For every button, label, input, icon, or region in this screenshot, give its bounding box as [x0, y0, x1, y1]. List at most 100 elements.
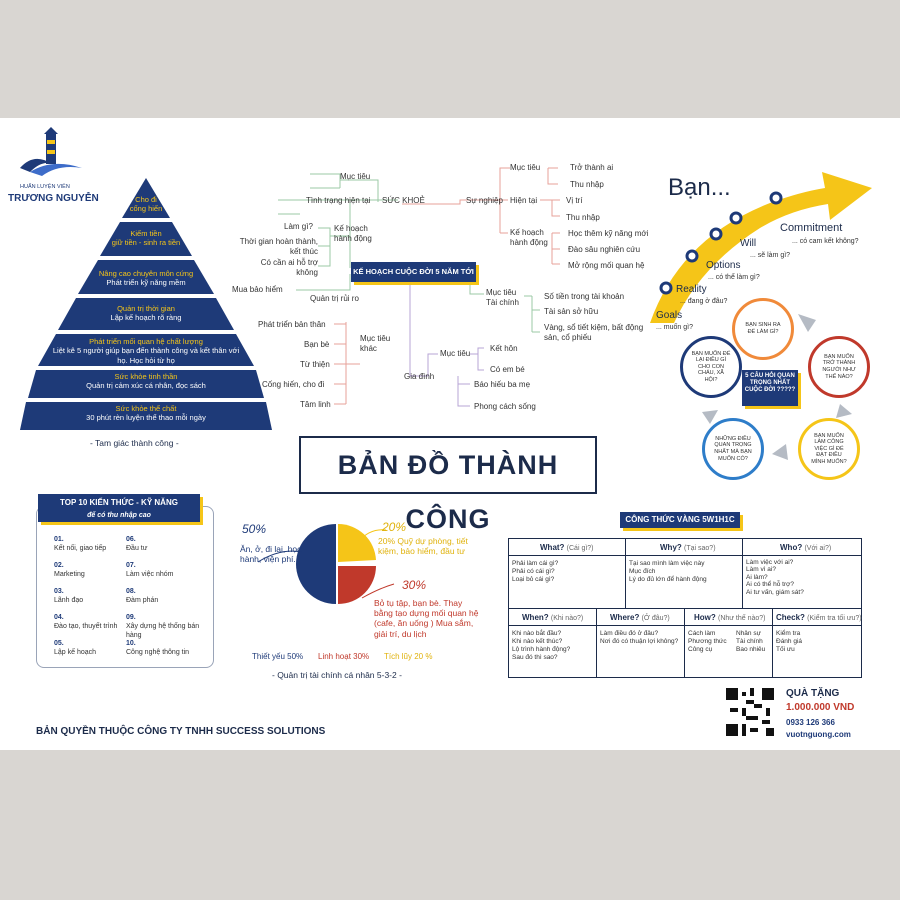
pyramid-level-4: [58, 298, 234, 330]
mm-suckhoe: SỨC KHOẺ: [382, 196, 425, 205]
mm-sunghiep: Sự nghiệp: [466, 196, 503, 205]
pyramid-level-3: [78, 260, 214, 294]
how-header: How? (Như thế nào?): [694, 613, 766, 622]
legend-essential: Thiết yếu 50%: [252, 652, 304, 661]
mm-baohieu: Báo hiếu ba mẹ: [474, 380, 531, 389]
gift-site[interactable]: vuotnguong.com: [786, 730, 851, 739]
mindmap-lines: [278, 167, 560, 407]
pct-20: 20%: [382, 520, 407, 534]
list-item: 04.Đào tạo, thuyết trình: [54, 614, 118, 630]
mm-giadinh: Gia đình: [404, 372, 435, 381]
qr-code[interactable]: [726, 688, 774, 736]
list-item: 08.Đàm phán: [126, 588, 159, 604]
list-item: 05.Lập kế hoạch: [54, 640, 97, 656]
list-item: 07.Làm việc nhóm: [126, 562, 174, 578]
pyr-l3-sub: Phát triển kỹ năng mềm: [106, 278, 186, 288]
check-list: Kiểm tra Đánh giá Tối ưu: [776, 630, 803, 654]
success-pyramid: [20, 178, 272, 430]
list-item: 06.Đầu tư: [126, 536, 148, 552]
gift-label: QUÀ TẶNG: [786, 688, 840, 699]
legend-saving: Tích lũy 20 %: [384, 652, 433, 661]
grow-ban: Bạn...: [668, 174, 731, 201]
mm-muabaohiem: Mua bảo hiểm: [232, 285, 283, 294]
grow-goals: Goals: [656, 310, 683, 321]
legend-flexible: Linh hoạt 30%: [318, 652, 370, 661]
where-header: Where? (Ở đâu?): [610, 613, 670, 622]
list-item: 03.Lãnh đạo: [54, 588, 84, 604]
mm-thunhap2: Thu nhập: [566, 213, 600, 222]
cycle-q2: BẠN MUỐN TRỞ THÀNH NGƯỜI NHƯ THẾ NÀO?: [808, 336, 870, 398]
mm-quantriruiro: Quản trị rủi ro: [310, 294, 359, 303]
pyr-l1-sub: cống hiến: [129, 204, 163, 214]
logo: HUẤN LUYỆN VIÊN TRƯƠNG NGUYỄN: [8, 124, 99, 206]
top10-list-left: 01.Kết nối, giao tiếp 02.Marketing 03.Lã…: [54, 536, 124, 666]
why-list: Tại sao mình làm việc này Mục đích Lý do…: [629, 560, 707, 584]
pyr-l1-title: Cho đi: [135, 195, 157, 204]
top10-banner: TOP 10 KIẾN THỨC - KỸ NĂNG để có thu nhậ…: [38, 494, 200, 522]
pyr-l5-title: Phát triển mối quan hệ chất lượng: [89, 337, 203, 346]
mm-mt-khac: Mục tiêu khác: [360, 334, 391, 353]
pyr-l5-sub: Liệt kê 5 người giúp bạn đến thành công …: [52, 346, 240, 365]
cycle-q4: NHỮNG ĐIỀU QUAN TRỌNG NHẤT MÀ BẠN MUỐN C…: [702, 418, 764, 480]
mm-lamgi: Làm gì?: [284, 222, 313, 231]
grow-commitment-q: ... có cam kết không?: [792, 238, 859, 245]
formula-banner: CÔNG THỨC VÀNG 5W1H1C: [620, 512, 740, 528]
top10-title1: TOP 10 KIẾN THỨC - KỸ NĂNG: [60, 498, 178, 507]
pie-slice-flexible: [338, 566, 376, 604]
pyramid-caption: - Tam giác thành công -: [90, 438, 179, 448]
mm-thoigian: Thời gian hoàn thành, kết thúc: [239, 237, 318, 256]
why-header: Why? (Tại sao?): [660, 543, 716, 552]
mm-coembe: Có em bé: [490, 365, 525, 374]
top10-title2: để có thu nhập cao: [87, 512, 151, 519]
mm-tuthien: Từ thiện: [300, 360, 330, 369]
pyramid-level-2: [100, 222, 192, 256]
finance-caption: - Quản trị tài chính cá nhân 5-3-2 -: [272, 670, 402, 680]
options-dot: [709, 227, 723, 241]
mm-trothanhai: Trở thành ai: [570, 163, 614, 172]
pyr-l7-sub: 30 phút rèn luyện thể thao mỗi ngày: [86, 413, 206, 423]
poster: HUẤN LUYỆN VIÊN TRƯƠNG NGUYỄN Cho đi cốn…: [0, 118, 900, 750]
pct-50: 50%: [242, 522, 267, 536]
mm-daosau: Đào sâu nghiên cứu: [568, 245, 641, 254]
mm-kehoach: Kế hoạch hành động: [334, 224, 372, 243]
pyr-l6-title: Sức khỏe tinh thần: [114, 372, 178, 381]
mm-sn-kehoach: Kế hoạch hành động: [510, 228, 548, 247]
top10-list-right: 06.Đầu tư 07.Làm việc nhóm 08.Đàm phán 0…: [126, 536, 206, 666]
pct-50-text: Ăn, ở, đi lại, học hành, viện phí...: [240, 544, 302, 565]
will-dot: [729, 211, 743, 225]
pyr-l4-title: Quản trị thời gian: [117, 304, 175, 313]
grow-reality-q: ... đang ở đâu?: [680, 298, 728, 305]
list-item: 09.Xây dựng hệ thống bán hàng: [126, 614, 200, 639]
finance-pie: [296, 523, 376, 604]
gift-phone: 0933 126 366: [786, 718, 835, 727]
pyr-l4-sub: Lập kế hoạch rõ ràng: [110, 313, 182, 323]
lighthouse-icon: [20, 127, 82, 176]
mm-gd-muctieu: Mục tiêu: [440, 349, 471, 358]
mm-banbe: Bạn bè: [304, 340, 330, 349]
pyramid-level-1: [122, 178, 170, 218]
mm-morong: Mở rộng mối quan hệ: [568, 261, 645, 270]
mm-kethon: Kết hôn: [490, 344, 518, 353]
cycle-q1: BẠN SINH RA ĐỂ LÀM GÌ?: [732, 298, 794, 360]
when-list: Khi nào bắt đầu? Khi nào kết thúc? Lộ tr…: [512, 630, 571, 662]
mm-sn-muctieu: Mục tiêu: [510, 163, 541, 172]
mm-cocanai: Có cần ai hỗ trợ không: [260, 258, 318, 277]
who-header: Who? (Với ai?): [780, 543, 832, 552]
mm-vitri: Vị trí: [566, 196, 583, 205]
grow-commitment: Commitment: [780, 222, 843, 234]
goals-dot: [659, 281, 673, 295]
pct-30: 30%: [402, 578, 427, 592]
gift-value: 1.000.000 VND: [786, 702, 855, 713]
page-title: BẢN ĐỒ THÀNH CÔNG: [299, 436, 597, 534]
cycle-q3: BẠN MUỐN LÀM CÔNG VIỆC GÌ ĐỂ ĐẠT ĐIỀU MÌ…: [798, 418, 860, 480]
pyr-l2-title: Kiếm tiền: [130, 229, 162, 238]
mm-vang: Vàng, sổ tiết kiệm, bất động sản, cổ phi…: [544, 323, 644, 342]
cycle-center: 5 CÂU HỎI QUAN TRỌNG NHẤT CUỘC ĐỜI ?????: [742, 370, 798, 406]
mm-taisan: Tài sản sở hữu: [544, 307, 599, 316]
list-item: 02.Marketing: [54, 562, 85, 578]
grow-reality: Reality: [676, 284, 707, 295]
mm-tc-muctieu: Mục tiêu Tài chính: [486, 288, 519, 307]
list-item: 10.Công nghệ thông tin: [126, 640, 190, 656]
pyr-l2-sub: giữ tiền - sinh ra tiền: [111, 238, 181, 248]
pie-slice-essential: [296, 524, 336, 604]
